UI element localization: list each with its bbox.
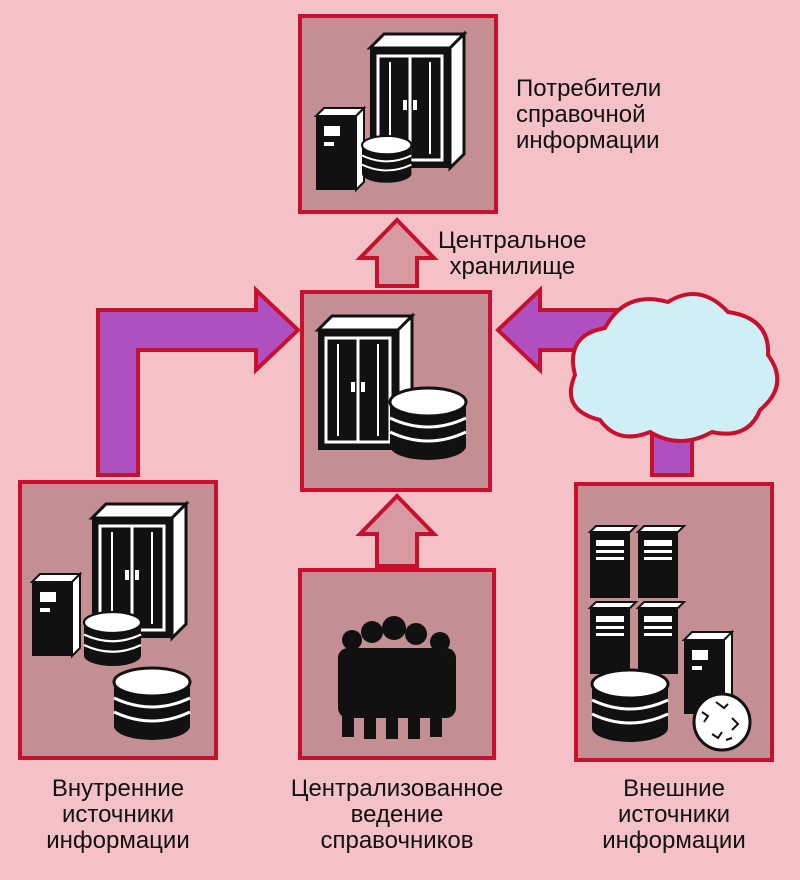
disk-icon [82,610,143,668]
consumers-label: Потребители справочной информации [516,75,662,154]
external-sources-box [574,482,774,762]
central-storage-box [300,290,492,492]
central-storage-label: Центральное хранилище [438,227,587,280]
arrow-internal-to-central [96,285,301,477]
globe-icon [692,692,752,752]
internal-sources-box [18,480,218,760]
consumers-box [298,14,498,214]
centralized-directory-label: Централизованное ведение справочников [290,775,504,854]
disk-icon [112,666,192,742]
server-cabinet-icon [637,525,685,599]
server-cabinet-icon [637,601,685,675]
arrow-storage-to-consumers [355,217,439,288]
disk-icon [590,668,670,744]
arrow-directory-to-storage [355,493,439,568]
server-cabinet-icon [589,525,637,599]
tower-icon [31,573,81,657]
tower-icon [315,107,365,191]
centralized-directory-box [298,568,496,760]
external-sources-label: Внешние источники информации [602,775,746,854]
cloud-icon [569,292,780,443]
people-group-icon [338,616,456,739]
disk-icon [388,386,468,462]
disk-icon [361,135,413,184]
internal-sources-label: Внутренние источники информации [46,775,190,854]
server-cabinet-icon [589,601,637,675]
